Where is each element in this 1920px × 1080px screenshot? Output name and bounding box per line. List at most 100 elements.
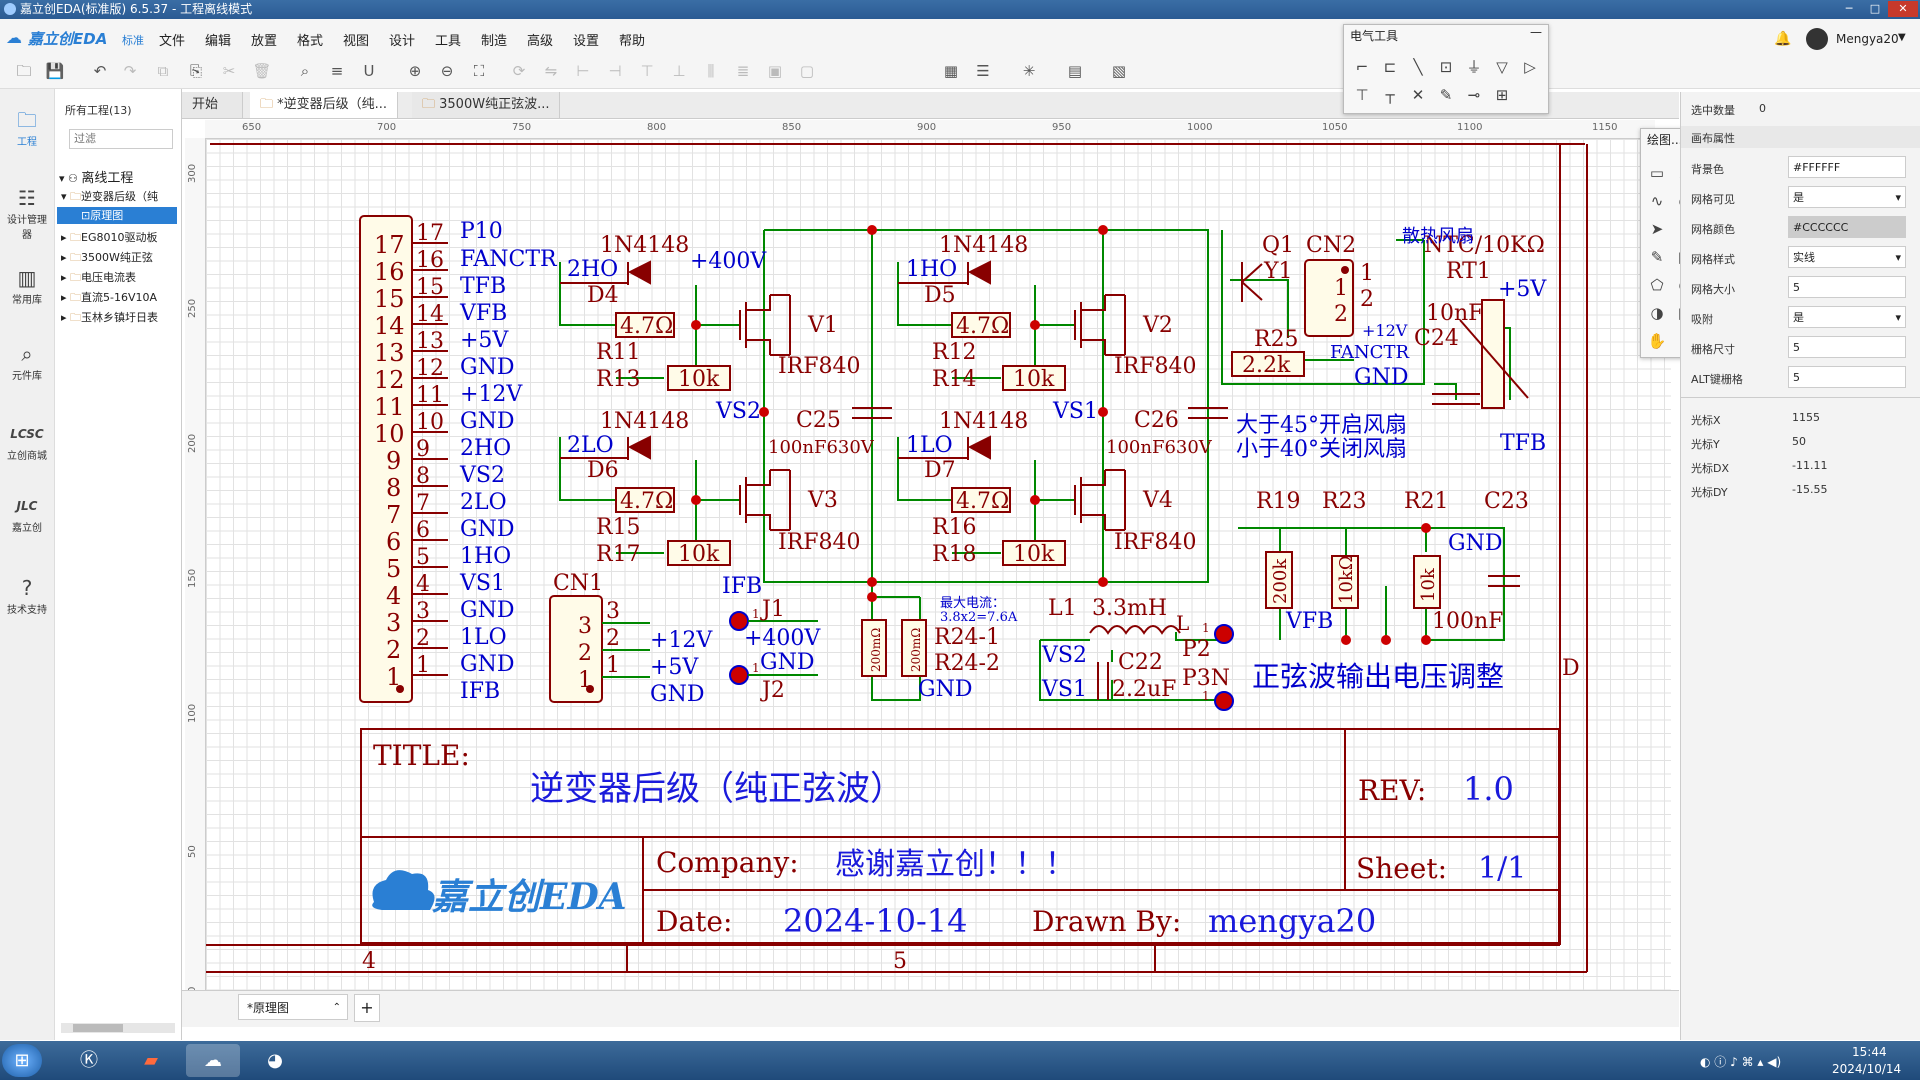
freehand-icon[interactable]: ✎ [1650,248,1664,266]
wps-pdf-icon[interactable]: ▰ [144,1050,158,1071]
grid-style-select[interactable]: 实线 [1788,246,1906,269]
alt-snap-input[interactable]: 5 [1788,366,1906,388]
group-icon[interactable]: ▣ [767,62,783,80]
maximize-window-icon[interactable]: □ [1869,2,1881,15]
tree-item-project[interactable]: ▾ 🗀逆变器后级（纯 [61,188,179,207]
menu-settings[interactable]: 设置 [573,34,600,49]
pin-icon[interactable]: ⊸ [1467,86,1481,104]
tree-item-project[interactable]: ▸ 🗀电压电流表 [61,269,179,288]
project-filter-input[interactable] [69,129,173,149]
probe-icon[interactable]: ✎ [1439,86,1453,104]
component-icon[interactable]: ⊞ [1495,86,1509,104]
bezier-icon[interactable]: ∿ [1650,192,1664,210]
menu-format[interactable]: 格式 [297,34,324,49]
sheet-tab[interactable]: *原理图 ⌃ [238,994,348,1020]
tree-item-project[interactable]: ▸ 🗀直流5-16V10A [61,289,179,308]
net-label-icon[interactable]: ⊡ [1439,58,1453,76]
delete-icon[interactable]: 🗑 [252,62,272,80]
rail-item-component-library[interactable]: ⌕ 元件库 [0,341,54,382]
minimize-panel-icon[interactable]: — [1530,25,1542,39]
tree-item-schematic[interactable]: ⊡原理图 [57,207,177,224]
align-top-icon[interactable]: ⊤ [640,62,654,80]
pie-icon[interactable]: ◑ [1650,304,1664,322]
cut-icon[interactable]: ✂ [222,62,236,80]
avatar[interactable] [1806,28,1828,50]
align-left-icon[interactable]: ⊢ [576,62,590,80]
pan-hand-icon[interactable]: ✋ [1647,332,1667,350]
menu-view[interactable]: 视图 [343,34,370,49]
layers-icon[interactable]: ☰ [976,62,990,80]
rectangle-icon[interactable]: ▭ [1649,164,1665,182]
redo-icon[interactable]: ↷ [123,62,137,80]
jlc-eda-taskbar-icon[interactable]: ☁ [186,1044,240,1077]
bom-icon[interactable]: ▤ [1067,62,1083,80]
zoom-out-icon[interactable]: ⊖ [440,62,454,80]
ungroup-icon[interactable]: ▢ [799,62,815,80]
rail-item-lcsc[interactable]: LCSC 立创商城 [0,421,54,462]
align-right-icon[interactable]: ⊣ [608,62,622,80]
distribute-h-icon[interactable]: ⫼ [707,62,715,80]
user-name[interactable]: Mengya20 [1836,32,1899,46]
grid-size-input[interactable]: 5 [1788,276,1906,298]
zoom-in-icon[interactable]: ⊕ [408,62,422,80]
grid-color-input[interactable]: #CCCCCC [1788,216,1906,238]
rail-item-support[interactable]: ? 技术支持 [0,575,54,616]
tree-item-project[interactable]: ▸ 🗀EG8010驱动板 [61,229,179,248]
horizontal-scrollbar[interactable] [61,1023,175,1033]
tray-icons[interactable]: ◐ ⓘ ♪ ⌘ ▴ ◀) [1700,1055,1782,1069]
align-bottom-icon[interactable]: ⊥ [672,62,686,80]
no-connect-icon[interactable]: ✕ [1411,86,1425,104]
tab-schematic[interactable]: 🗀 *逆变器后级（纯... [250,92,399,118]
tab-start[interactable]: 开始 [182,92,243,118]
find-replace-icon[interactable]: ≡ [330,62,344,80]
rail-item-project[interactable]: 🗀 工程 [0,107,54,148]
menu-tools[interactable]: 工具 [435,34,462,49]
fit-view-icon[interactable]: ⛶ [473,62,485,80]
tab-other-project[interactable]: 🗀 3500W纯正弦波... [412,92,561,118]
snap-size-input[interactable]: 5 [1788,336,1906,358]
menu-manufacture[interactable]: 制造 [481,34,508,49]
wire-icon[interactable]: ⌐ [1355,58,1369,76]
bell-icon[interactable]: 🔔 [1774,31,1792,47]
polygon-icon[interactable]: ⬠ [1650,276,1664,294]
tree-item-project[interactable]: ▸ 🗀3500W纯正弦 [61,249,179,268]
net-port-icon[interactable]: ▽ [1496,58,1508,76]
tree-item-offline-projects[interactable]: ▾ ⚇ 离线工程 [59,167,133,186]
snap-select[interactable]: 是 [1788,306,1906,329]
kingsoft-app-icon[interactable]: Ⓚ [80,1050,98,1071]
ground-icon[interactable]: ⏚ [1466,58,1482,76]
chevron-up-icon[interactable]: ⌃ [332,1002,341,1013]
grid-visible-select[interactable]: 是 [1788,186,1906,209]
copy-icon[interactable]: ⧉ [157,62,169,80]
plus5v-icon[interactable]: ┬ [1385,86,1395,104]
search-icon[interactable]: ⌕ [300,62,310,80]
paste-icon[interactable]: ⎘ [189,62,202,80]
flip-icon[interactable]: ⇋ [544,62,558,80]
menu-help[interactable]: 帮助 [619,34,646,49]
menu-design[interactable]: 设计 [389,34,416,49]
schematic-canvas[interactable]: D 4 5 TITLE: 逆变器后级（纯正弦波） REV: 1.0 Compan… [206,139,1671,999]
start-menu-icon[interactable]: ⊞ [2,1044,42,1077]
tree-item-project[interactable]: ▸ 🗀玉林乡镇圩日表 [61,309,179,328]
text-cursor-icon[interactable]: U [363,62,375,80]
close-window-icon[interactable]: ✕ [1888,1,1918,17]
net-highlight-icon[interactable]: ✳ [1022,62,1036,80]
minimize-window-icon[interactable]: ─ [1845,2,1853,15]
rotate-icon[interactable]: ⟳ [512,62,526,80]
menu-advanced[interactable]: 高级 [527,34,554,49]
distribute-v-icon[interactable]: ≣ [736,62,750,80]
background-color-input[interactable]: #FFFFFF [1788,156,1906,178]
rail-item-design-manager[interactable]: ☷ 设计管理器 [0,185,54,241]
undo-icon[interactable]: ↶ [93,62,107,80]
bus-icon[interactable]: ⊏ [1383,58,1397,76]
image-icon[interactable]: ▧ [1111,62,1127,80]
save-icon[interactable]: 💾 [45,62,65,80]
add-sheet-button[interactable]: + [354,994,380,1022]
menu-file[interactable]: 文件 [159,34,186,49]
chevron-down-icon[interactable]: ▼ [1898,32,1906,43]
netflag-icon[interactable]: ▷ [1524,58,1536,76]
qq-penguin-icon[interactable]: ◕ [267,1050,283,1071]
arrow-icon[interactable]: ➤ [1650,220,1664,238]
menu-edit[interactable]: 编辑 [205,34,232,49]
vcc-icon[interactable]: ⊤ [1355,86,1369,104]
